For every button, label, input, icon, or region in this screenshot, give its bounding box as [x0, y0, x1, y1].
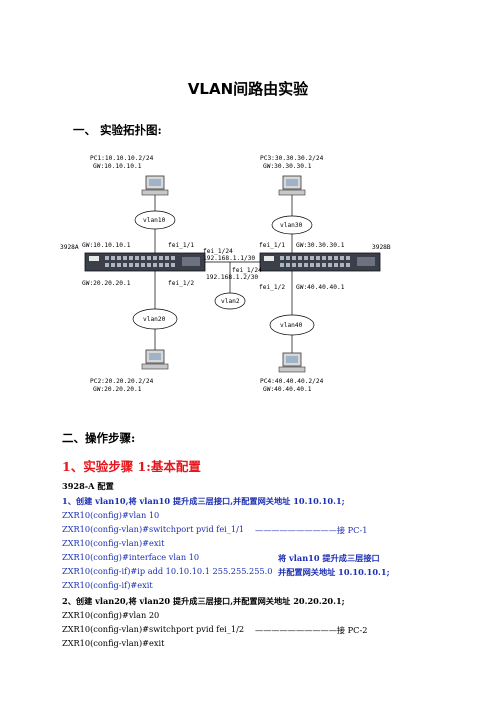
switch-3928b-icon — [259, 252, 381, 272]
vlan20-label: vlan20 — [143, 316, 166, 323]
page-title: VLAN间路由实验 — [187, 80, 309, 98]
vlan2-ellipse — [214, 292, 246, 310]
pc2-icon — [141, 349, 169, 370]
switch-a-gw10: GW:10.10.10.1 — [82, 242, 131, 249]
config-a-heading: 3928-A 配置 — [62, 481, 114, 491]
cmd1-line6: ZXR10(config-if)#exit — [62, 580, 153, 590]
pc4-gw-label: GW:40.40.40.1 — [263, 386, 312, 393]
switch-b-fei2: fei_1/2 — [259, 284, 285, 291]
pc3-gw-label: GW:30.30.30.1 — [263, 163, 312, 170]
pc4-label: PC4:40.40.40.2/24 — [260, 378, 324, 385]
pc3-label: PC3:30.30.30.2/24 — [260, 155, 324, 162]
switch-b-name: 3928B — [372, 244, 391, 251]
pc1-gw-label: GW:10.10.10.1 — [93, 163, 142, 170]
switch-a-name: 3928A — [60, 244, 79, 251]
topology-diagram: PC1:10.10.10.2/24 GW:10.10.10.1 vlan10 P… — [60, 155, 391, 393]
cmd1-line5-note: 并配置网关地址 10.10.10.1; — [278, 567, 390, 577]
section-heading-topology: 一、 实验拓扑图: — [73, 123, 162, 137]
switch-a-fei2: fei_1/2 — [168, 280, 194, 287]
step1-heading: 1、实验步骤 1:基本配置 — [62, 459, 201, 474]
pc1-icon — [141, 175, 169, 196]
pc1-label: PC1:10.10.10.2/24 — [90, 155, 154, 162]
cmd1-title: 1、创建 vlan10,将 vlan10 提升成三层接口,并配置网关地址 10.… — [62, 496, 345, 506]
pc2-gw-label: GW:20.20.20.1 — [93, 386, 142, 393]
switch-a-fei1: fei_1/1 — [168, 242, 194, 249]
vlan20-ellipse — [132, 308, 178, 330]
cmd2-line3: ZXR10(config-vlan)#exit — [62, 638, 165, 648]
switch-3928a-icon — [84, 252, 206, 272]
cmd1-line2-note: ——————————接 PC-1 — [255, 525, 368, 535]
pc2-label: PC2:20.20.20.2/24 — [90, 378, 154, 385]
cmd1-line2: ZXR10(config-vlan)#switchport pvid fei_1… — [62, 524, 245, 534]
cmd1-line1: ZXR10(config)#vlan 10 — [62, 510, 160, 520]
link-a-ip: 192.168.1.1/30 — [203, 255, 255, 262]
link-b-port: fei_1/24 — [232, 267, 262, 274]
switch-b-fei1: fei_1/1 — [259, 242, 285, 249]
cmd1-line4-note: 将 vlan10 提升成三层接口 — [278, 553, 380, 563]
vlan40-label: vlan40 — [280, 322, 303, 329]
link-a-port: fei_1/24 — [203, 248, 233, 255]
vlan2-label: vlan2 — [221, 298, 240, 305]
vlan10-label: vlan10 — [143, 217, 166, 224]
cmd1-line4: ZXR10(config)#interface vlan 10 — [62, 552, 200, 562]
pc4-icon — [278, 352, 306, 373]
cmd1-line5: ZXR10(config-if)#ip add 10.10.10.1 255.2… — [62, 566, 273, 576]
section-heading-steps: 二、操作步骤: — [62, 431, 136, 445]
cmd2-line1: ZXR10(config)#vlan 20 — [62, 610, 160, 620]
vlan10-ellipse — [134, 210, 176, 230]
cmd2-line2: ZXR10(config-vlan)#switchport pvid fei_1… — [62, 624, 245, 634]
link-b-ip: 192.168.1.2/30 — [206, 274, 258, 281]
vlan30-label: vlan30 — [280, 222, 303, 229]
pc3-icon — [278, 175, 306, 196]
switch-a-gw20: GW:20.20.20.1 — [82, 280, 131, 287]
switch-b-gw30: GW:30.30.30.1 — [296, 242, 345, 249]
vlan30-ellipse — [271, 215, 313, 235]
cmd2-title: 2、创建 vlan20,将 vlan20 提升成三层接口,并配置网关地址 20.… — [62, 596, 345, 606]
switch-b-gw40: GW:40.40.40.1 — [296, 284, 345, 291]
vlan40-ellipse — [269, 314, 315, 336]
cmd1-line3: ZXR10(config-vlan)#exit — [62, 538, 165, 548]
cmd2-line2-note: ——————————接 PC-2 — [255, 625, 368, 635]
